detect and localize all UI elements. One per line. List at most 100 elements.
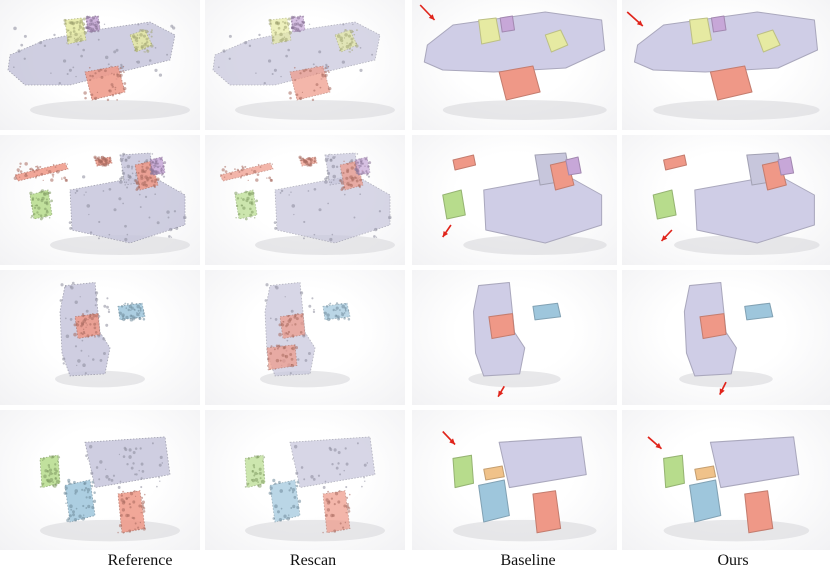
scan-speckle bbox=[291, 487, 296, 492]
scan-speckle bbox=[343, 37, 346, 39]
scan-speckle bbox=[107, 63, 110, 66]
scan-speckle bbox=[341, 304, 345, 309]
scan-speckle bbox=[324, 70, 328, 74]
pillow-salmon-speckle bbox=[339, 160, 364, 191]
scan-speckle bbox=[288, 482, 291, 486]
scan-speckle bbox=[118, 197, 122, 201]
scan-speckle bbox=[113, 208, 117, 212]
scan-speckle bbox=[314, 156, 316, 159]
scan-speckle bbox=[299, 291, 304, 295]
scan-speckle bbox=[274, 368, 276, 370]
scan-speckle bbox=[303, 334, 305, 337]
ground-shadow bbox=[674, 235, 820, 255]
scan-speckle bbox=[137, 185, 140, 187]
scan-speckle bbox=[121, 171, 126, 176]
scan-speckle bbox=[87, 26, 89, 29]
scan-speckle bbox=[347, 309, 350, 312]
scan-speckle bbox=[327, 202, 329, 205]
scan-speckle bbox=[332, 514, 335, 517]
scan-speckle bbox=[332, 308, 335, 312]
cushion-violet-speckle bbox=[84, 15, 101, 34]
scan-speckle bbox=[51, 173, 55, 176]
scan-speckle bbox=[358, 164, 361, 167]
dining-table-speckle bbox=[85, 442, 164, 489]
stray-cushion-speckle bbox=[266, 344, 298, 371]
scan-speckle bbox=[281, 37, 285, 41]
scan-speckle bbox=[148, 33, 151, 36]
scan-speckle bbox=[290, 191, 292, 193]
scan-speckle bbox=[167, 216, 170, 219]
scan-speckle bbox=[121, 169, 124, 172]
scan-speckle bbox=[278, 480, 281, 484]
panel-dining-reference bbox=[0, 410, 200, 550]
scan-speckle bbox=[139, 306, 142, 310]
scan-speckle bbox=[91, 74, 94, 78]
scan-speckle bbox=[71, 281, 75, 285]
shelf-salmon bbox=[219, 162, 274, 182]
scan-speckle bbox=[105, 474, 109, 479]
scan-speckle bbox=[29, 167, 33, 171]
scan-speckle bbox=[350, 166, 354, 170]
scan-speckle bbox=[162, 175, 166, 178]
scan-speckle bbox=[94, 21, 96, 24]
scan-speckle bbox=[355, 44, 359, 48]
scan-speckle bbox=[92, 358, 95, 361]
chair-green bbox=[652, 189, 677, 220]
panel-sofa-ours bbox=[622, 0, 830, 130]
scan-speckle bbox=[236, 168, 240, 172]
scan-speckle bbox=[64, 486, 68, 490]
scan-speckle bbox=[54, 477, 58, 480]
scan-speckle bbox=[43, 192, 47, 197]
column-label-reference: Reference bbox=[107, 552, 173, 569]
scan-speckle bbox=[128, 455, 132, 459]
sofa-body bbox=[423, 11, 606, 73]
scan-speckle bbox=[302, 69, 306, 73]
scan-speckle bbox=[111, 72, 113, 74]
scan-speckle bbox=[271, 38, 275, 42]
scan-speckle bbox=[156, 485, 158, 488]
scan-speckle bbox=[257, 481, 259, 483]
scan-speckle bbox=[99, 358, 103, 362]
scan-speckle bbox=[69, 504, 73, 509]
scan-speckle bbox=[270, 492, 273, 495]
scan-speckle bbox=[122, 531, 125, 534]
scan-speckle bbox=[141, 165, 144, 168]
scan-speckle bbox=[100, 68, 103, 71]
scan-speckle bbox=[296, 505, 300, 510]
scan-speckle bbox=[50, 480, 52, 483]
stray-cushion bbox=[266, 344, 298, 371]
scan-speckle bbox=[137, 23, 140, 26]
scan-speckle bbox=[153, 164, 156, 167]
render-bed bbox=[13, 152, 190, 255]
scan-speckle bbox=[89, 74, 92, 77]
scan-speckle bbox=[87, 458, 89, 460]
scan-speckle bbox=[253, 170, 257, 174]
scan-speckle bbox=[53, 33, 56, 37]
scan-speckle bbox=[295, 471, 299, 475]
scan-speckle bbox=[38, 213, 40, 216]
scan-speckle bbox=[142, 34, 146, 38]
scan-speckle bbox=[327, 490, 330, 493]
scan-speckle bbox=[140, 504, 145, 509]
scan-speckle bbox=[77, 359, 81, 363]
scan-speckle bbox=[253, 217, 256, 219]
scene-group bbox=[419, 4, 607, 120]
scan-speckle bbox=[110, 65, 112, 68]
scan-speckle bbox=[314, 158, 316, 160]
scan-speckle bbox=[277, 26, 281, 30]
scan-speckle bbox=[62, 362, 65, 365]
scan-speckle bbox=[284, 354, 289, 359]
scan-speckle bbox=[125, 315, 129, 320]
scan-speckle bbox=[388, 215, 392, 220]
scan-speckle bbox=[244, 190, 248, 194]
scan-speckle bbox=[266, 364, 269, 367]
scan-speckle bbox=[64, 285, 67, 288]
scan-speckle bbox=[321, 74, 325, 78]
scan-speckle bbox=[330, 181, 333, 184]
scan-speckle bbox=[15, 174, 18, 176]
scan-speckle bbox=[267, 358, 270, 361]
scan-speckle bbox=[267, 59, 272, 63]
scan-speckle bbox=[122, 317, 124, 319]
scan-speckle bbox=[272, 517, 275, 520]
